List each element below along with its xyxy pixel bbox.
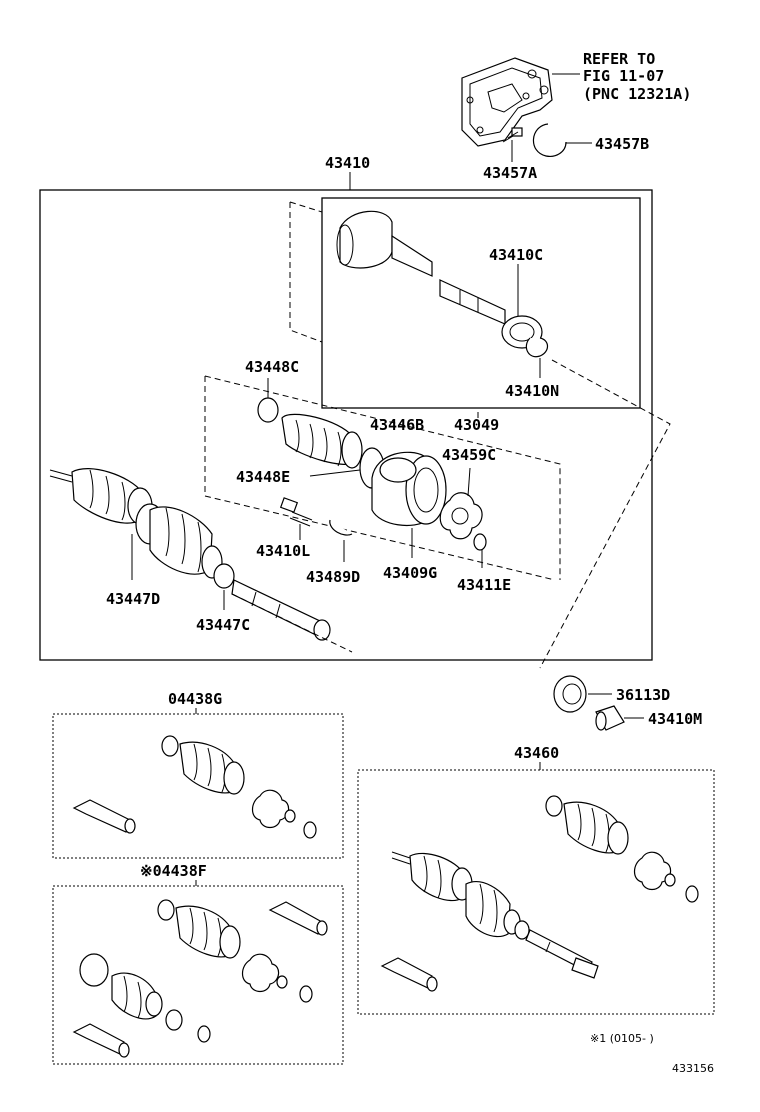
drive-shaft-assembly-illustration: [49, 468, 331, 641]
tripod-joint-illustration: [439, 492, 483, 540]
outer-joint-housing-illustration: [336, 210, 549, 358]
snap-ring-43411E-illustration: [473, 533, 487, 551]
label-43459C: 43459C: [442, 446, 496, 464]
label-43448C: 43448C: [245, 358, 299, 376]
label-43410M: 43410M: [648, 710, 702, 728]
drawing-number: 433156: [672, 1062, 714, 1075]
label-43410C: 43410C: [489, 246, 543, 264]
assembly-43049-frame: [321, 197, 641, 409]
label-43049: 43049: [454, 416, 499, 434]
label-43410L: 43410L: [256, 542, 310, 560]
label-36113D: 36113D: [616, 686, 670, 704]
oil-seal-36113D-illustration: [553, 675, 587, 713]
kit-43460-parts-illustration: [380, 795, 699, 992]
label-43410N: 43410N: [505, 382, 559, 400]
snap-ring-43457B-illustration: [532, 123, 567, 157]
kit-04438F-frame: [52, 885, 344, 1065]
kit-04438F-parts-illustration: [72, 899, 328, 1058]
kit-04438G-parts-illustration: [72, 735, 317, 839]
label-refer-line1: REFER TO: [583, 50, 655, 68]
bolt-43410L-illustration: [279, 497, 313, 527]
label-refer-line2: FIG 11-07: [583, 67, 664, 85]
label-43447C: 43447C: [196, 616, 250, 634]
label-43409G: 43409G: [383, 564, 437, 582]
kit-43460-frame: [357, 769, 715, 1015]
label-43448E: 43448E: [236, 468, 290, 486]
label-43447D: 43447D: [106, 590, 160, 608]
clamp-43448C-illustration: [257, 397, 279, 423]
label-43489D: 43489D: [306, 568, 360, 586]
bolt-43457A-illustration: [502, 127, 523, 143]
label-43457B: 43457B: [595, 135, 649, 153]
transmission-case-illustration: [461, 57, 553, 147]
assembly-43410-frame: [39, 189, 653, 661]
footnote-text: ※1 (0105- ): [590, 1032, 654, 1045]
label-43457A: 43457A: [483, 164, 537, 182]
bush-43410M-illustration: [595, 705, 625, 731]
label-43446B: 43446B: [370, 416, 424, 434]
clip-43489D-illustration: [329, 519, 353, 536]
label-refer-line3: (PNC 12321A): [583, 85, 691, 103]
label-43411E: 43411E: [457, 576, 511, 594]
label-04438G: 04438G: [168, 690, 222, 708]
inboard-boot-illustration: [281, 413, 363, 469]
label-04438F: ※04438F: [140, 862, 207, 880]
label-43460: 43460: [514, 744, 559, 762]
kit-04438G-frame: [52, 713, 344, 859]
label-43410: 43410: [325, 154, 370, 172]
inner-joint-tulip-illustration: [371, 451, 447, 527]
